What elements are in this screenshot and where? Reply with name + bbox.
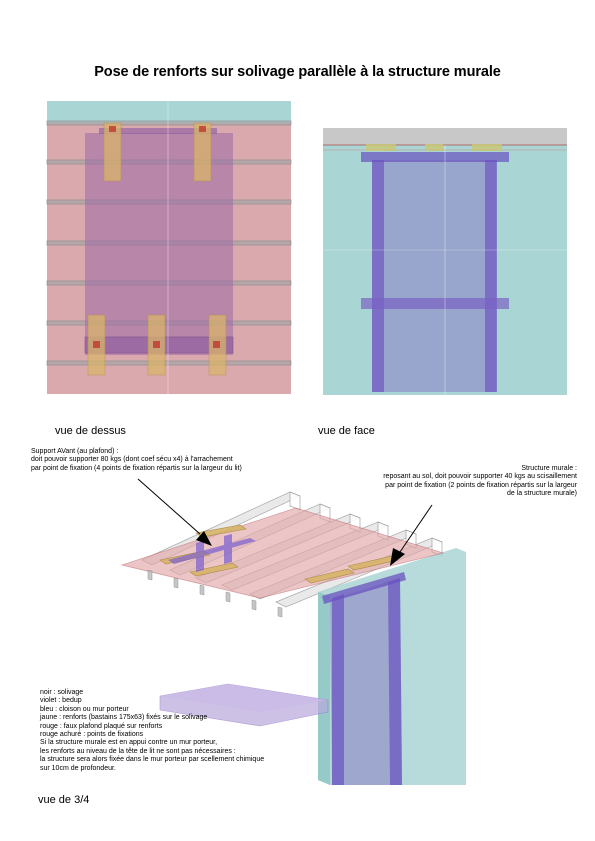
- iso-bed-head: [168, 534, 256, 572]
- top-fixation-points: [93, 126, 220, 348]
- top-wall-strip: [47, 101, 291, 123]
- page-title: Pose de renforts sur solivage parallèle …: [94, 64, 501, 80]
- legend-line: rouge achuré : points de fixations: [40, 731, 144, 739]
- annotation-front-support: Support AVant (au plafond) : doit pouvoi…: [31, 448, 242, 472]
- iso-bed-post-right: [388, 578, 402, 785]
- legend-line: violet : bedup: [40, 697, 82, 705]
- legend-line: Si la structure murale est en appui cont…: [40, 739, 218, 747]
- iso-bed-post-left: [332, 594, 344, 785]
- iso-bed-top-rail: [322, 572, 406, 604]
- caption-three-quarter-view: vue de 3/4: [38, 794, 90, 806]
- legend-line: la structure sera alors fixée dans le mu…: [40, 756, 265, 764]
- front-reinforcements: [366, 144, 502, 151]
- front-bed-top-rail: [361, 152, 509, 162]
- front-bed-left-post: [372, 160, 384, 392]
- legend-line: sur 10cm de profondeur.: [40, 764, 116, 772]
- legend-line: noir : solivage: [40, 689, 84, 696]
- top-bed-head-bar: [99, 128, 217, 134]
- annotation-wall-structure: Structure murale : reposant au sol, doit…: [383, 465, 577, 498]
- front-bed-body: [372, 160, 496, 392]
- legend-line: jaune : renforts (bastains 175x63) fixés…: [40, 714, 208, 722]
- iso-arrow-wall-structure: [390, 504, 433, 566]
- front-bed-right-post: [485, 160, 497, 392]
- iso-joists-lower: [147, 569, 283, 618]
- caption-front-view: vue de face: [318, 425, 375, 437]
- caption-top-view: vue de dessus: [55, 425, 126, 437]
- legend-line: bleu : cloison ou mur porteur: [40, 705, 129, 713]
- legend: noir : solivage violet : bedup bleu : cl…: [40, 689, 330, 773]
- iso-arrow-front-support: [137, 478, 212, 546]
- front-ceiling-band: [323, 128, 567, 145]
- legend-line: les renforts au niveau de la tête de lit…: [40, 747, 236, 755]
- front-bed-mid-rail: [361, 298, 509, 309]
- iso-bed-body: [330, 578, 402, 785]
- legend-line: rouge : faux plafond plaqué sur renforts: [40, 722, 163, 730]
